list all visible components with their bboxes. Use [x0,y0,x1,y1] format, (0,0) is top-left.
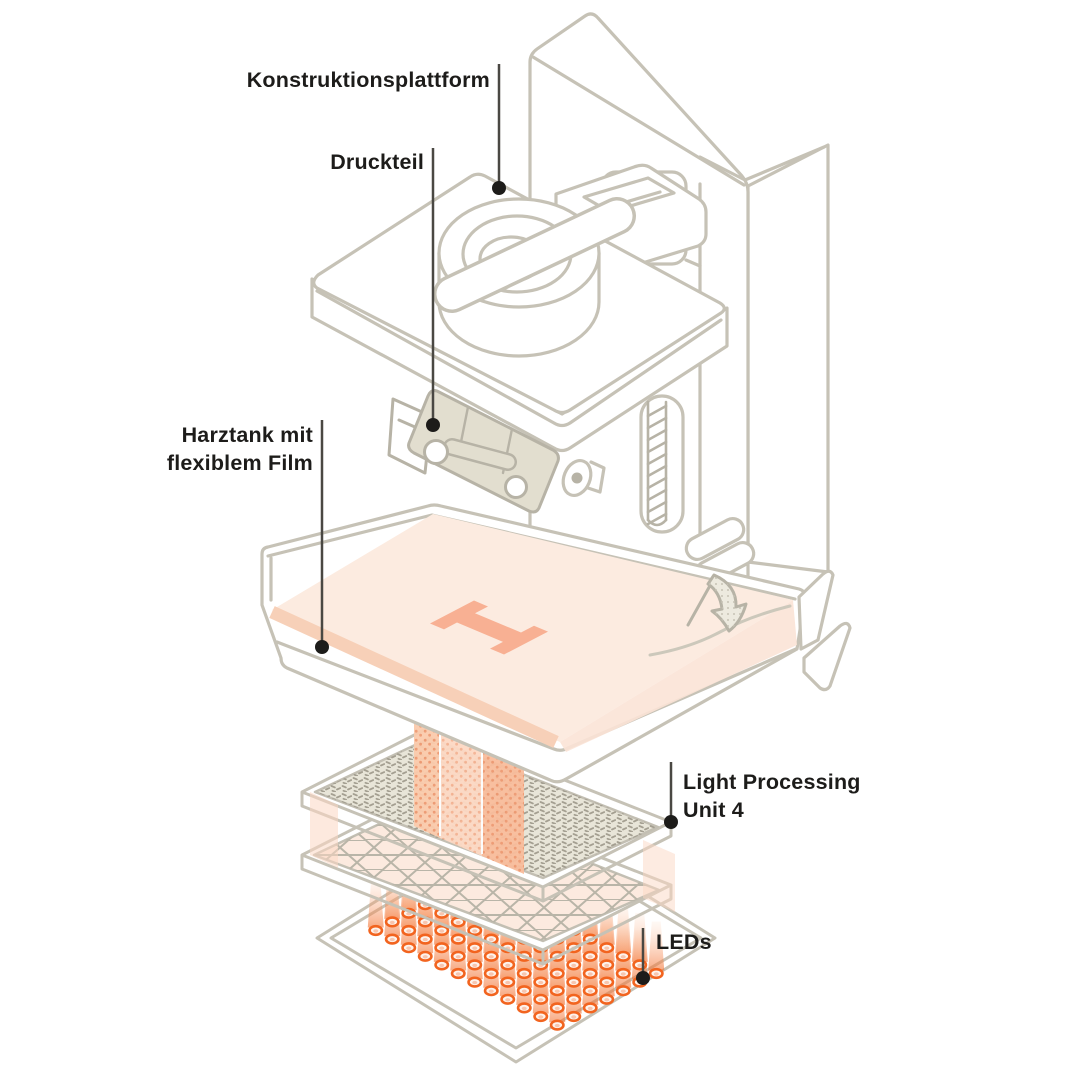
projection-beam [414,700,524,874]
tensioner-roller [561,459,606,497]
label-leds: LEDs [656,930,712,954]
printed-part [387,389,560,514]
label-build-platform: Konstruktionsplattform [246,68,490,92]
label-printed-part: Druckteil [330,150,424,174]
label-resin-tank-line1: Harztank mit [181,423,313,447]
cured-layer-cross-section [430,600,548,655]
light-glow [310,792,675,912]
label-resin-tank: Harztank mit flexiblem Film [167,422,313,477]
lens-array-layer [300,788,673,966]
leader-lines [320,64,673,974]
label-lpu-line1: Light Processing [683,770,861,794]
pour-direction-arrow-icon [686,573,748,633]
resin-tank [260,503,852,784]
label-lpu: Light Processing Unit 4 [683,769,861,824]
lead-screw [646,400,668,527]
platform-skirt [310,277,729,453]
tower-right-wing [746,143,830,574]
leader-dots [315,181,678,985]
printer-tower [528,12,830,657]
build-platform-assembly [310,163,729,453]
label-lpu-line2: Unit 4 [683,797,744,822]
platform-handle [433,197,636,358]
tank-handle-tab [802,621,852,692]
tank-spout [797,569,835,651]
label-resin-tank-line2: flexiblem Film [166,450,313,475]
